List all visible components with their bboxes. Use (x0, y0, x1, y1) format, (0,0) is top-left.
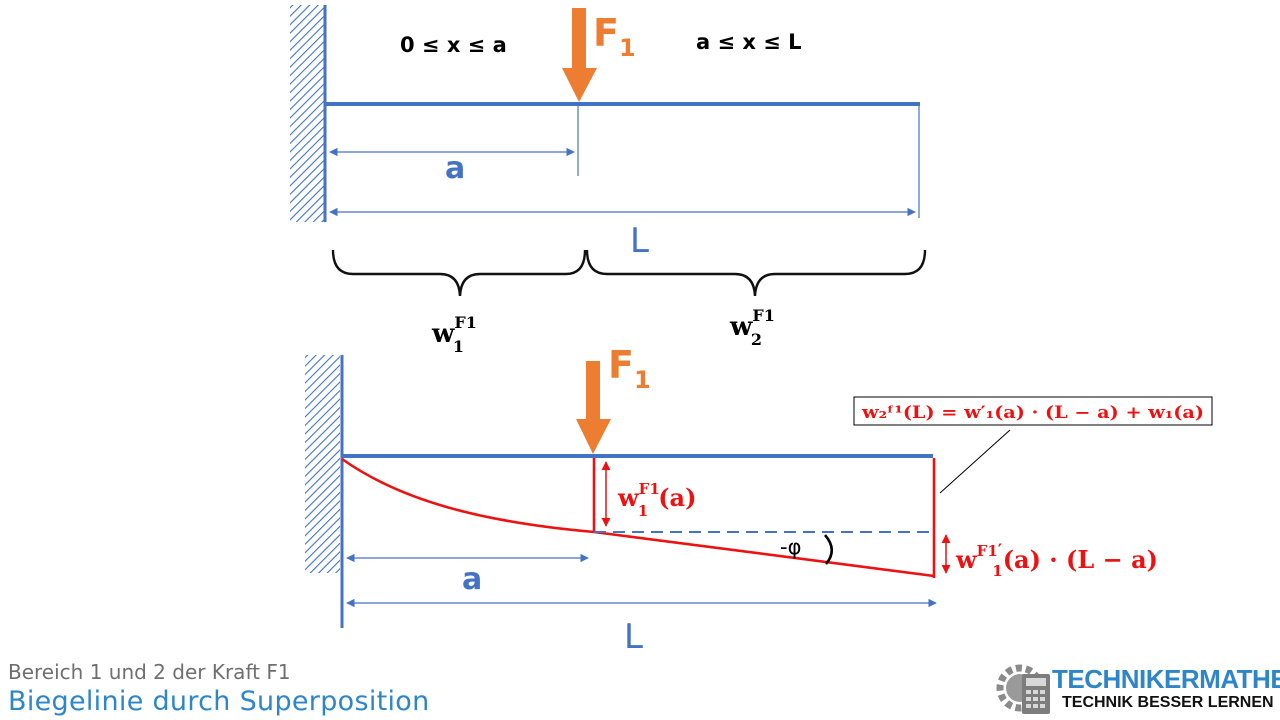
top-dimension-L-label: L (630, 221, 649, 261)
deflection-tangent (593, 530, 935, 578)
top-wall-hatch (290, 5, 324, 222)
calculator-gear-icon (996, 664, 1050, 714)
angle-label: -φ (780, 535, 801, 559)
brand-name: TECHNIKERMATHE.DE (1052, 664, 1280, 694)
formula-box (853, 396, 1213, 426)
brace-region-2 (585, 249, 927, 297)
top-range-left: 0 ≤ x ≤ a (400, 33, 507, 57)
bottom-force-label: F1 (608, 343, 651, 394)
footer-subtitle: Biegelinie durch Superposition (8, 686, 430, 717)
top-range-right: a ≤ x ≤ L (696, 30, 802, 54)
deflection-curve (341, 457, 595, 534)
brand-tagline: TECHNIK BESSER LERNEN (1062, 694, 1274, 711)
formula-box-text: w₂ᶠ¹(L) = w′₁(a) · (L − a) + w₁(a) (861, 403, 1204, 422)
formula-box-pointer (939, 429, 1011, 494)
angle-arc (823, 534, 834, 565)
top-dimension-a-label: a (445, 151, 465, 186)
bottom-dimension-a-label: a (462, 562, 482, 597)
brace-region-1 (331, 249, 587, 297)
footer-title: Bereich 1 und 2 der Kraft F1 (8, 660, 291, 684)
bottom-force-arrow (576, 361, 611, 454)
brand-logo[interactable]: TECHNIKERMATHE.DE TECHNIK BESSER LERNEN (996, 664, 1280, 716)
label-w1-slope-term: wF1′1(a) · (L − a) (955, 541, 1158, 580)
bottom-wall-hatch (305, 355, 340, 573)
top-force-arrow (562, 8, 597, 102)
bottom-dimension-L-label: L (624, 617, 643, 657)
top-force-label: F1 (593, 11, 636, 62)
